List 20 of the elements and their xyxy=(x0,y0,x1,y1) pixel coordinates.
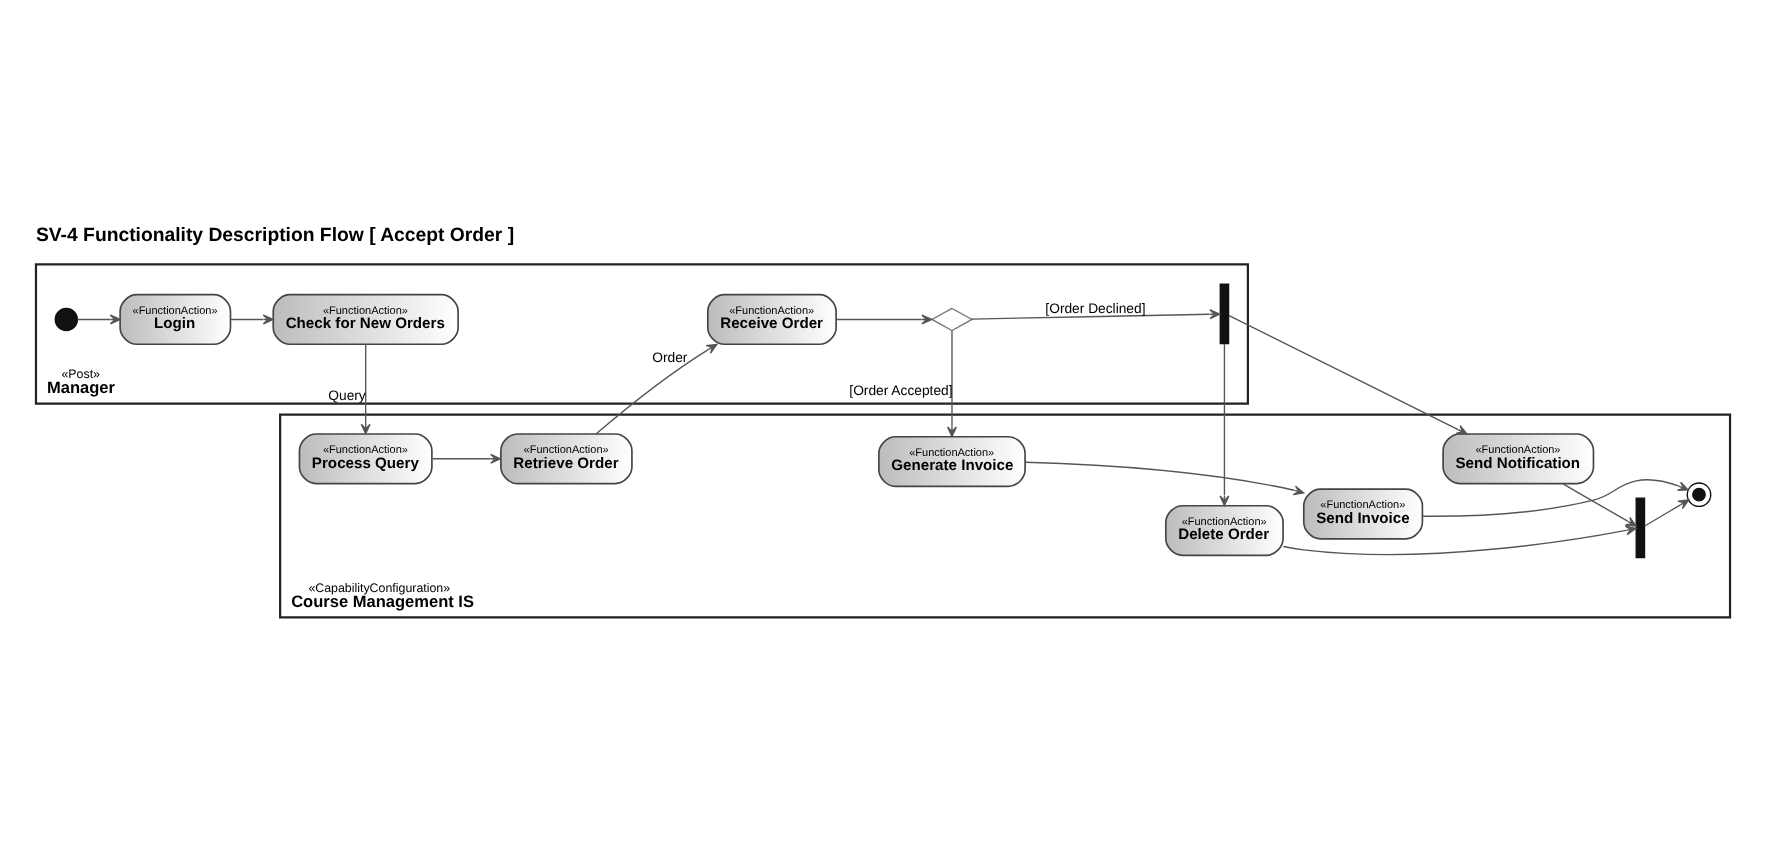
arrow xyxy=(946,329,957,437)
node-bar xyxy=(1635,496,1646,558)
arrow xyxy=(1422,478,1689,516)
arrow xyxy=(1282,524,1637,555)
arrow xyxy=(835,313,933,324)
arrow xyxy=(230,313,274,324)
arrow xyxy=(1219,342,1230,506)
arrow xyxy=(431,452,502,463)
arrow xyxy=(1024,460,1305,495)
diagram-title: SV-4 Functionality Description Flow [ Accept Order ] xyxy=(35,224,515,247)
arrow xyxy=(76,313,121,324)
arrow xyxy=(1644,498,1690,526)
arrow xyxy=(360,342,371,434)
node-circle xyxy=(54,306,79,331)
node-diamond xyxy=(930,306,974,331)
node-bar xyxy=(1219,282,1230,344)
arrow xyxy=(970,308,1221,319)
node-circle xyxy=(1686,481,1712,507)
arrow xyxy=(1228,313,1468,434)
arrow xyxy=(1562,482,1637,526)
